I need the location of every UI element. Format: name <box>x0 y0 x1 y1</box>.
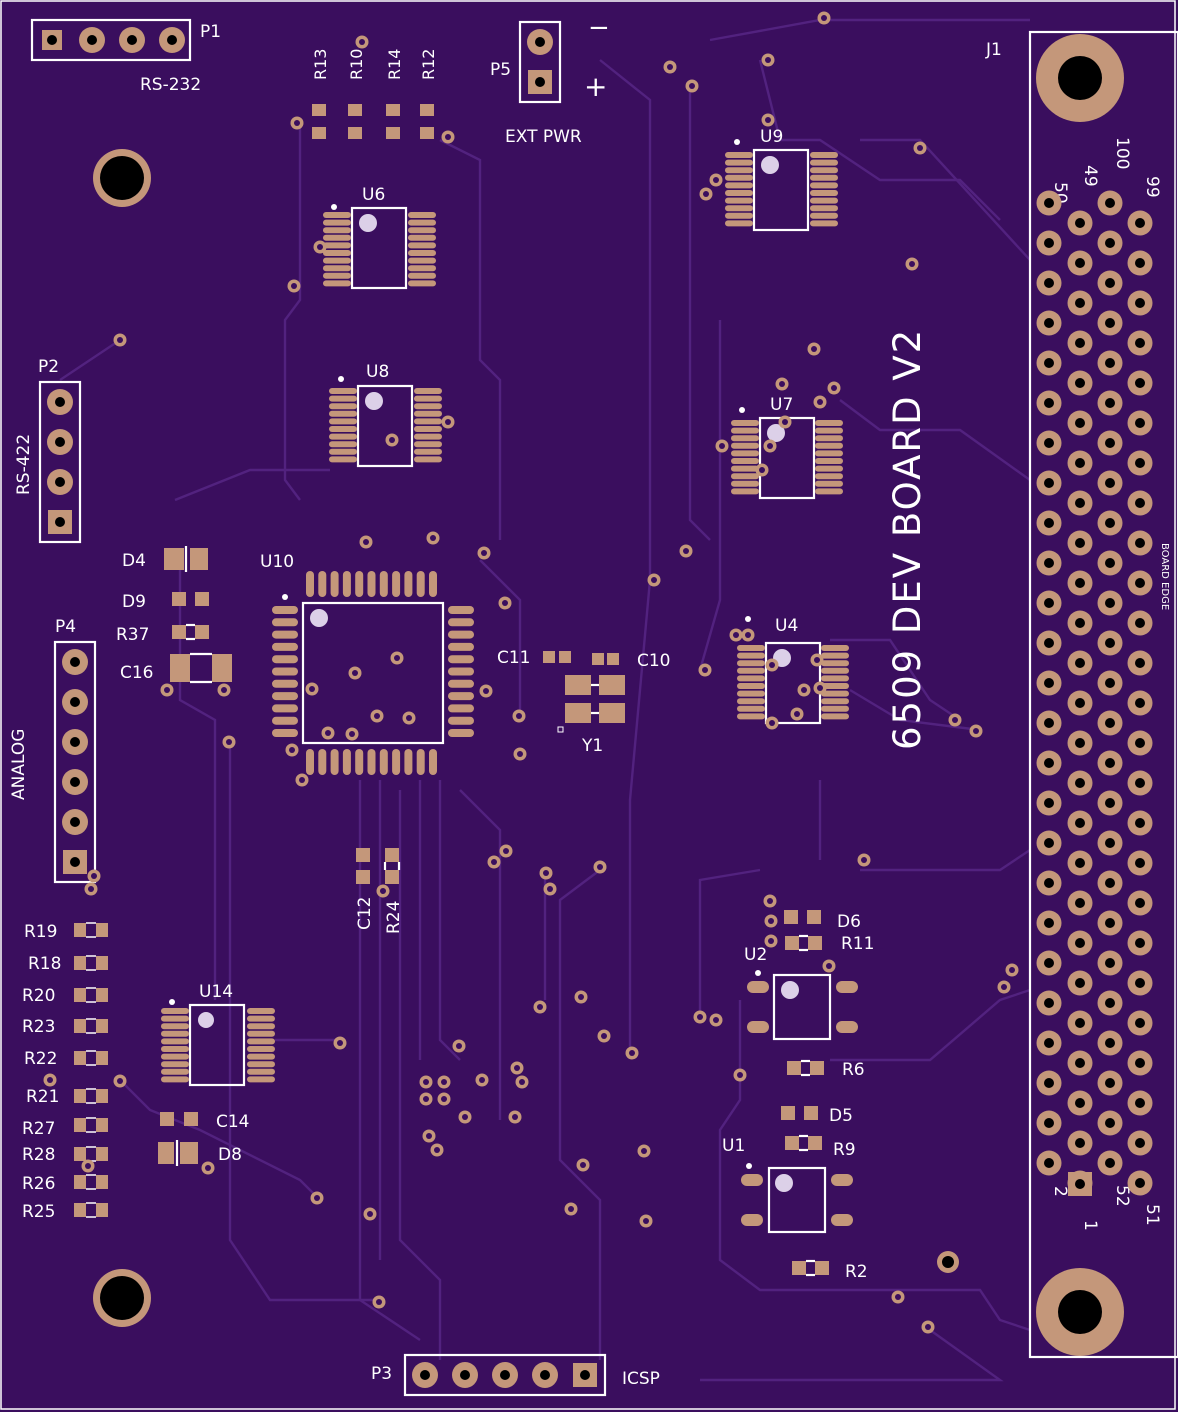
d8-label: D8 <box>218 1145 242 1165</box>
r18-label: R18 <box>28 954 61 974</box>
r12-label: R12 <box>419 49 438 80</box>
j1-pin-100: 100 <box>1112 137 1132 169</box>
u10-label: U10 <box>260 552 294 572</box>
r2-label: R2 <box>845 1262 868 1282</box>
d5-label: D5 <box>829 1106 853 1126</box>
r19-label: R19 <box>24 922 57 942</box>
chip-u1: U1 D5 R9 R2 <box>722 1106 868 1282</box>
board-edge-label: BOARD EDGE <box>1159 543 1170 610</box>
j1-pin-1: 1 <box>1080 1220 1100 1231</box>
p5-minus: − <box>588 13 610 43</box>
p4-ref: P4 <box>55 617 76 637</box>
c12-label: C12 <box>355 896 375 930</box>
r37-label: R37 <box>116 625 149 645</box>
p4-label: ANALOG <box>9 729 29 800</box>
crystal-area: C11 C10 Y1 <box>497 648 671 756</box>
u8-label: U8 <box>366 362 389 382</box>
mounting-holes <box>93 34 1124 1356</box>
p3-label: ICSP <box>622 1369 660 1389</box>
j1-ref: J1 <box>985 40 1002 60</box>
board-title: 6509 DEV BOARD V2 <box>886 328 929 750</box>
c10-label: C10 <box>637 651 671 671</box>
r25-label: R25 <box>22 1202 55 1222</box>
p2-ref: P2 <box>38 357 59 377</box>
c11-label: C11 <box>497 648 531 668</box>
r23-label: R23 <box>22 1017 55 1037</box>
resistor-ladder-left: R19 R18 R20 R23 R22 R21 R27 R28 R26 R25 <box>22 922 61 1222</box>
r22-label: R22 <box>24 1049 57 1069</box>
connector-j1: J1 50 49 100 99 2 1 52 51 BOARD EDGE <box>985 30 1178 1359</box>
p2-label: RS-422 <box>14 434 34 495</box>
copper-traces <box>59 18 1031 1382</box>
via-layer <box>43 11 1019 1334</box>
resistor-group-top: R13 R10 R14 R12 <box>311 49 438 139</box>
chip-u2: U2 D6 R11 R6 <box>744 910 874 1080</box>
r27-label: R27 <box>22 1119 55 1139</box>
r24-label: R24 <box>384 901 404 934</box>
r14-label: R14 <box>385 49 404 80</box>
r11-label: R11 <box>841 934 874 954</box>
chip-u6: U6 <box>331 185 408 290</box>
u6-label: U6 <box>362 185 385 205</box>
j1-pin-99: 99 <box>1142 176 1162 198</box>
chip-u9: U9 <box>734 127 810 232</box>
r13-label: R13 <box>311 49 330 80</box>
y1-label: Y1 <box>581 736 603 756</box>
p5-ref: P5 <box>490 60 511 80</box>
r26-label: R26 <box>22 1174 55 1194</box>
r28-label: R28 <box>22 1145 55 1165</box>
board-title-group: 6509 DEV BOARD V2 <box>886 328 929 750</box>
u4-label: U4 <box>775 616 798 636</box>
j1-pin-51: 51 <box>1142 1204 1162 1226</box>
c16-label: C16 <box>120 663 154 683</box>
u14-label: U14 <box>199 982 233 1002</box>
u1-label: U1 <box>722 1136 745 1156</box>
chip-u14: U14 C14 D8 <box>158 982 250 1166</box>
p3-ref: P3 <box>371 1364 392 1384</box>
connector-p4: P4 ANALOG <box>9 617 97 884</box>
r21-label: R21 <box>26 1087 59 1107</box>
connector-p2: P2 RS-422 <box>14 357 82 544</box>
p5-label: EXT PWR <box>505 127 582 147</box>
u7-label: U7 <box>770 395 793 415</box>
passives-left-mid: D4 D9 R37 C16 <box>116 546 232 684</box>
p1-ref: P1 <box>200 22 221 42</box>
r10-label: R10 <box>347 49 366 80</box>
chip-u10: U10 <box>260 552 445 745</box>
r9-label: R9 <box>833 1140 856 1160</box>
passives-c12-r24: C12 R24 <box>355 848 404 934</box>
p1-label: RS-232 <box>140 75 201 95</box>
chip-u7: U7 <box>739 395 816 500</box>
j1-pin-49: 49 <box>1080 165 1100 187</box>
r20-label: R20 <box>22 986 55 1006</box>
u2-label: U2 <box>744 945 767 965</box>
connector-p3: P3 ICSP <box>371 1353 660 1397</box>
p5-plus: + <box>584 70 607 103</box>
u9-label: U9 <box>760 127 783 147</box>
d6-label: D6 <box>837 912 861 932</box>
r6-label: R6 <box>842 1060 865 1080</box>
d9-label: D9 <box>122 592 146 612</box>
c14-label: C14 <box>216 1112 250 1132</box>
chip-u8: U8 <box>338 362 414 468</box>
pad-layer <box>74 152 1153 1218</box>
connector-p1: P1 RS-232 <box>30 18 221 95</box>
connector-p5: P5 − + EXT PWR <box>490 13 610 147</box>
j1-pin-2: 2 <box>1050 1186 1070 1197</box>
d4-label: D4 <box>122 551 146 571</box>
j1-pin-52: 52 <box>1112 1185 1132 1207</box>
